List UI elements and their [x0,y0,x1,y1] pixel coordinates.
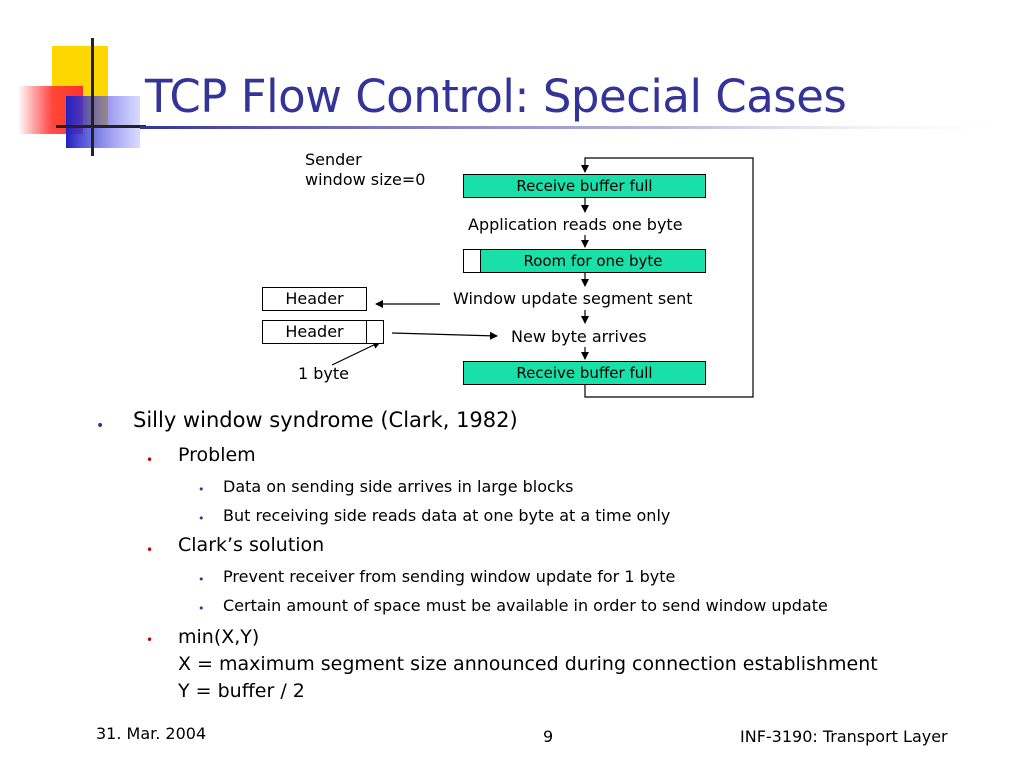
one-byte-label: 1 byte [298,364,350,383]
sender-label-line1: Sender [305,150,362,169]
window-update-segment-sent-label: Window update segment sent [453,289,693,308]
header-box-upper: Header [262,287,367,311]
footer-course-title: INF-3190: Transport Layer [740,727,948,746]
receive-buffer-full-box-top: Receive buffer full [463,174,706,198]
bullet-dot: • [198,483,205,496]
bullet-silly-window-syndrome: Silly window syndrome (Clark, 1982) [133,408,518,432]
deco-blue-square [66,96,140,148]
bullet-dot: • [198,512,205,525]
bullet-clarks-solution: Clark’s solution [178,534,325,556]
bullet-min-xy: min(X,Y) X = maximum segment size announ… [178,624,878,705]
one-byte-data-slot [366,320,384,344]
footer-date: 31. Mar. 2004 [96,724,207,743]
title-underline [140,126,1024,129]
sender-label-line2: window size=0 [305,170,426,189]
free-byte-slot [463,249,481,273]
room-for-one-byte-box: Room for one byte [480,249,706,273]
bullet-dot: • [198,602,205,615]
bullet-dot: • [146,543,154,557]
app-reads-one-byte-label: Application reads one byte [468,215,683,234]
arrow-one-byte-pointer [331,341,381,366]
receive-buffer-full-box-bottom: Receive buffer full [463,361,706,385]
bullet-dot: • [146,633,154,647]
bullet-problem: Problem [178,444,256,466]
deco-vertical-line [91,38,94,156]
bullet-dot: • [96,418,105,434]
flow-diagram-connectors [331,157,754,398]
arrow-header-to-receiver [391,331,498,340]
bullet-prevent-window-update: Prevent receiver from sending window upd… [223,567,676,586]
header-box-lower: Header [262,320,367,344]
min-xy-line2: X = maximum segment size announced durin… [178,653,878,675]
bullet-data-large-blocks: Data on sending side arrives in large bl… [223,477,574,496]
min-xy-line3: Y = buffer / 2 [178,680,305,702]
min-xy-line1: min(X,Y) [178,626,260,648]
new-byte-arrives-label: New byte arrives [511,327,647,346]
sender-label: Sender window size=0 [305,150,425,190]
footer-page-number: 9 [543,727,554,746]
feedback-loop-line [581,157,754,398]
slide-title: TCP Flow Control: Special Cases [145,70,847,123]
bullet-dot: • [198,573,205,586]
bullet-receiver-reads-one-byte: But receiving side reads data at one byt… [223,506,671,525]
decorative-corner-graphic [18,38,1024,156]
bullet-space-available: Certain amount of space must be availabl… [223,596,828,615]
bullet-dot: • [146,453,154,467]
deco-horizontal-line [56,125,146,128]
